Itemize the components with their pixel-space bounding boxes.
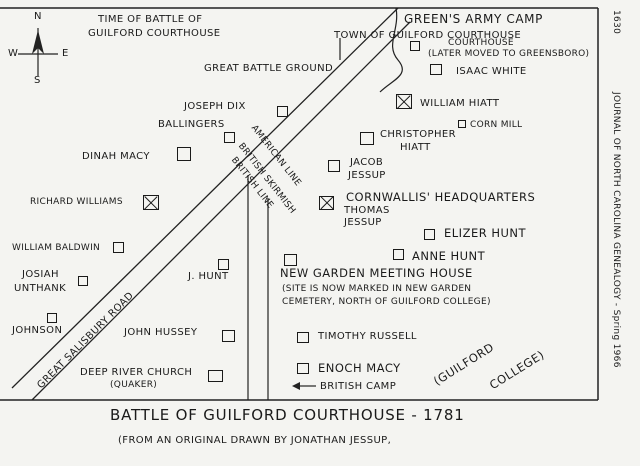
thomas-jessup-label-2: JESSUP — [344, 217, 382, 228]
great-battle-ground-label: GREAT BATTLE GROUND — [204, 63, 334, 74]
anne-hunt-label: ANNE HUNT — [412, 249, 486, 263]
isaac-white-marker — [430, 64, 442, 75]
j-hunt-label: J. HUNT — [188, 271, 229, 282]
meeting-house-note-1: (SITE IS NOW MARKED IN NEW GARDEN — [282, 284, 472, 294]
time-of-battle-line1: TIME OF BATTLE OF — [98, 14, 203, 25]
courthouse-label: COURTHOUSE — [448, 38, 514, 48]
british-camp-arrow-icon — [292, 382, 300, 390]
jacob-jessup-marker — [328, 160, 340, 172]
richard-williams-marker — [143, 195, 159, 210]
journal-running-head: JOURNAL OF NORTH CAROLINA GENEALOGY - Sp… — [611, 92, 621, 368]
timothy-russell-label: TIMOTHY RUSSELL — [318, 331, 417, 342]
cornwallis-headquarters-marker — [319, 196, 334, 210]
creek-line — [379, 7, 403, 93]
william-hiatt-label: WILLIAM HIATT — [420, 98, 500, 109]
deep-river-church-marker — [208, 370, 223, 382]
johnson-label: JOHNSON — [12, 325, 63, 336]
quaker-label: (QUAKER) — [110, 380, 158, 390]
cornwallis-headquarters-label: CORNWALLIS' HEADQUARTERS — [346, 190, 536, 204]
dinah-macy-label: DINAH MACY — [82, 151, 150, 162]
josiah-unthank-label-1: JOSIAH — [22, 269, 59, 280]
corn-mill-marker — [458, 120, 466, 128]
dinah-macy-marker — [177, 147, 191, 161]
courthouse-note: (LATER MOVED TO GREENSBORO) — [428, 49, 590, 59]
william-baldwin-label: WILLIAM BALDWIN — [12, 243, 101, 253]
joseph-dix-marker — [277, 106, 288, 117]
page-number: 1630 — [611, 10, 621, 35]
courthouse-marker — [410, 41, 420, 51]
christopher-hiatt-marker — [360, 132, 374, 145]
ballingers-label: BALLINGERS — [158, 119, 225, 130]
joseph-dix-label: JOSEPH DIX — [184, 101, 246, 112]
thomas-jessup-label-1: THOMAS — [344, 205, 390, 216]
town-label: TOWN OF GUILFORD COURTHOUSE — [334, 30, 522, 41]
corn-mill-label: CORN MILL — [470, 120, 523, 130]
johnson-marker — [47, 313, 57, 323]
meeting-house-label: NEW GARDEN MEETING HOUSE — [280, 266, 473, 280]
road-line-2 — [31, 21, 411, 401]
map-subtitle: (FROM AN ORIGINAL DRAWN BY JONATHAN JESS… — [118, 435, 392, 446]
compass-north-label: N — [34, 11, 42, 22]
william-hiatt-marker — [396, 94, 412, 109]
anne-hunt-marker — [393, 249, 404, 260]
meeting-house-note-2: CEMETERY, NORTH OF GUILFORD COLLEGE) — [282, 297, 491, 307]
josiah-unthank-label-2: UNTHANK — [14, 283, 67, 294]
christopher-hiatt-label-1: CHRISTOPHER — [380, 129, 456, 140]
compass-arrow-icon — [32, 30, 44, 54]
timothy-russell-marker — [297, 332, 309, 343]
isaac-white-label: ISAAC WHITE — [456, 66, 527, 77]
road-line-1 — [11, 7, 399, 389]
ballingers-marker — [224, 132, 235, 143]
j-hunt-marker — [218, 259, 229, 270]
jacob-jessup-label-2: JESSUP — [348, 170, 386, 181]
enoch-macy-label: ENOCH MACY — [318, 361, 401, 375]
meeting-house-marker — [284, 254, 297, 266]
compass-south-label: S — [34, 75, 41, 86]
enoch-macy-marker — [297, 363, 309, 374]
british-camp-label: BRITISH CAMP — [320, 381, 397, 392]
compass-west-label: W — [8, 48, 19, 59]
compass-east-label: E — [62, 48, 69, 59]
john-hussey-marker — [222, 330, 235, 342]
deep-river-church-label: DEEP RIVER CHURCH — [80, 367, 193, 378]
greens-army-camp-label: GREEN'S ARMY CAMP — [404, 12, 543, 26]
richard-williams-label: RICHARD WILLIAMS — [30, 197, 123, 207]
william-baldwin-marker — [113, 242, 124, 253]
john-hussey-label: JOHN HUSSEY — [124, 327, 198, 338]
elizer-hunt-label: ELIZER HUNT — [444, 226, 527, 240]
christopher-hiatt-label-2: HIATT — [400, 142, 431, 153]
map-title: BATTLE OF GUILFORD COURTHOUSE - 1781 — [110, 406, 465, 424]
josiah-unthank-marker — [78, 276, 88, 286]
elizer-hunt-marker — [424, 229, 435, 240]
jacob-jessup-label-1: JACOB — [350, 157, 384, 168]
time-of-battle-line2: GUILFORD COURTHOUSE — [88, 28, 221, 39]
